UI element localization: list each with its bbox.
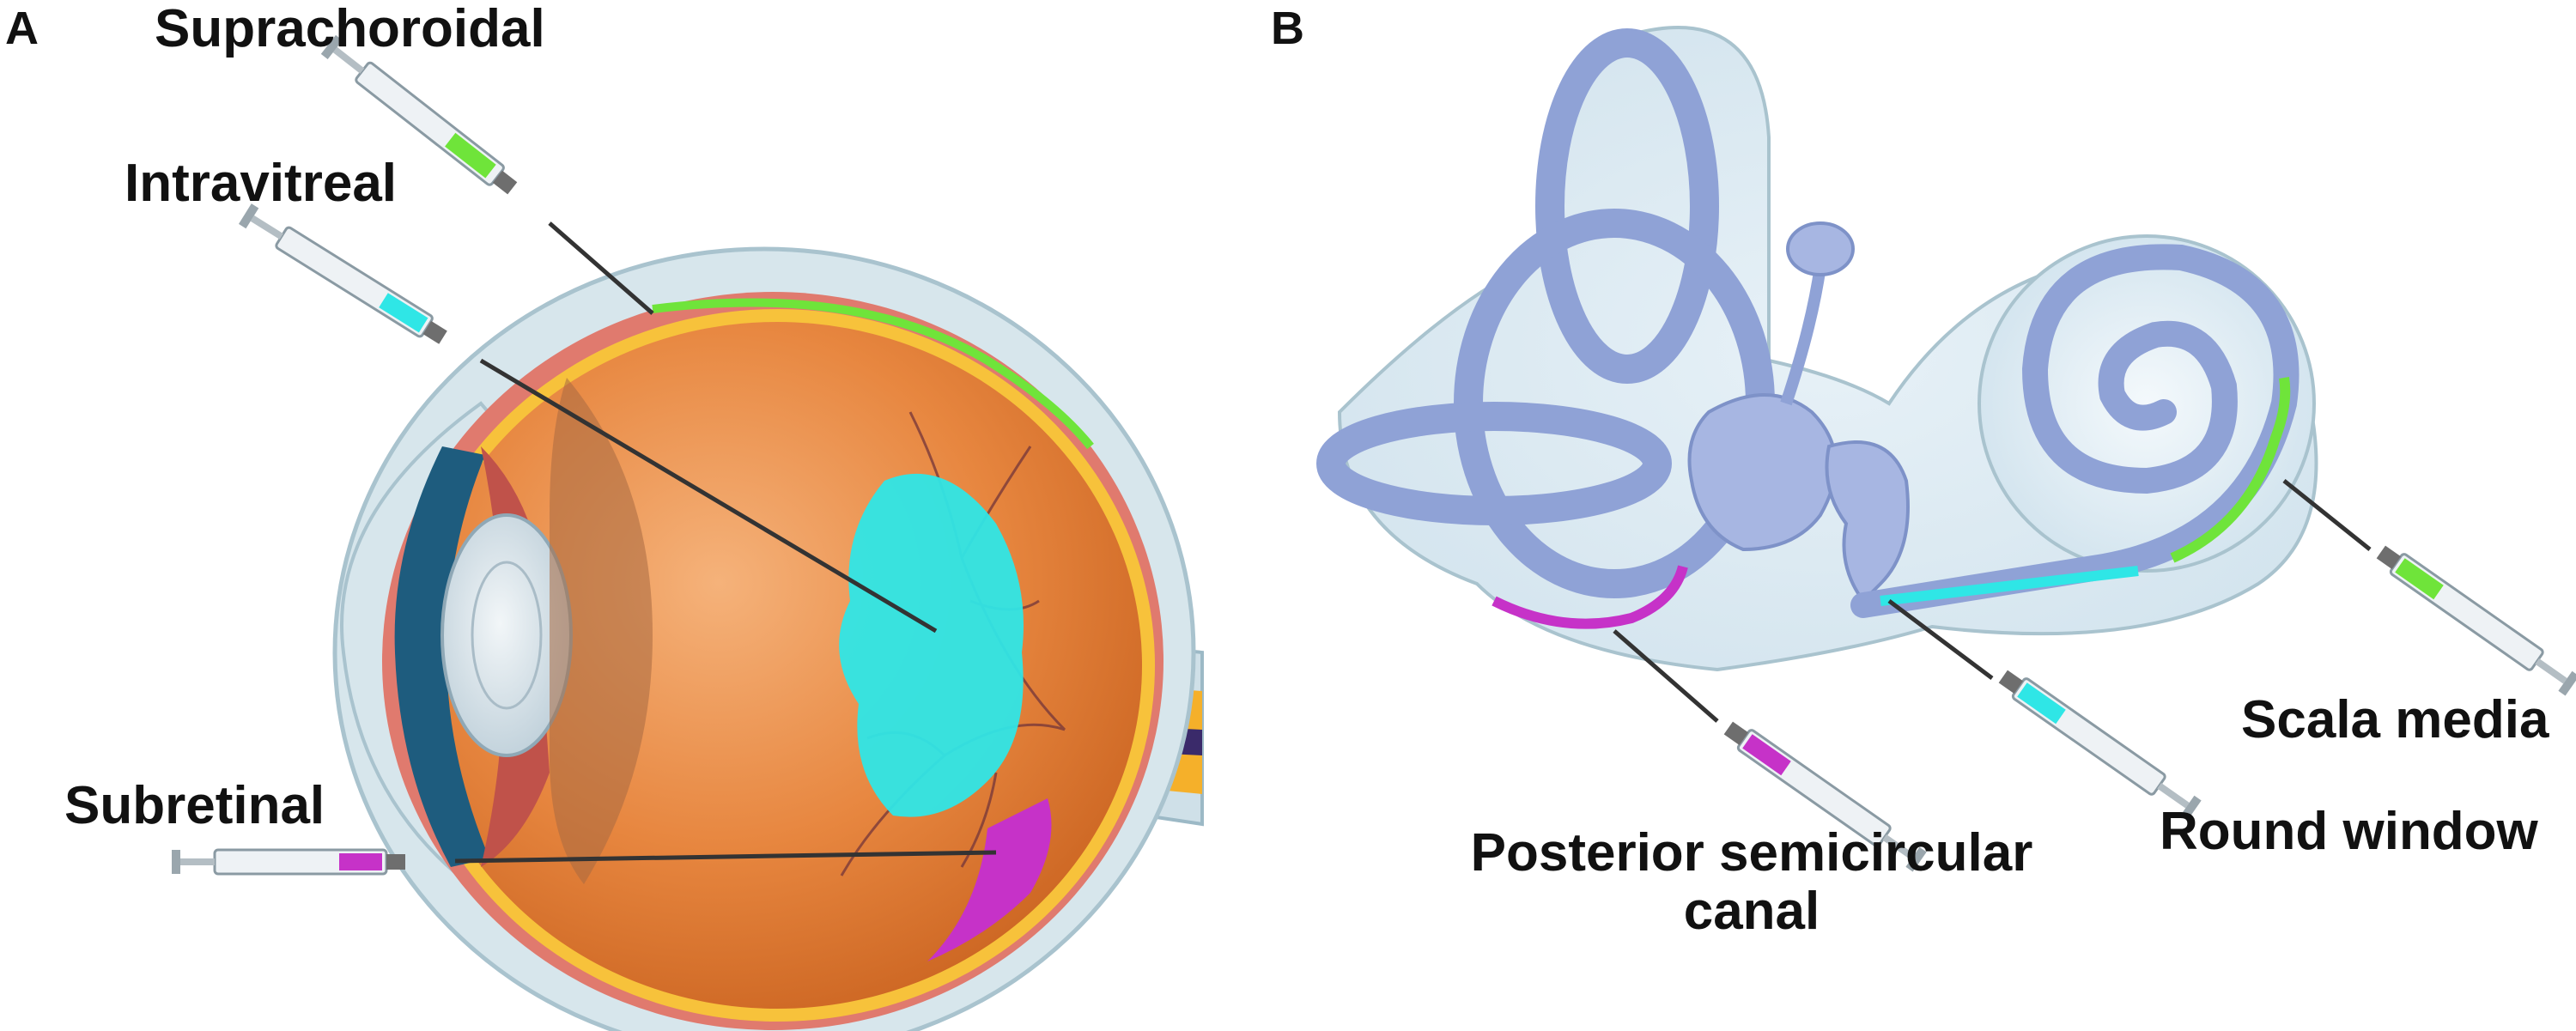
suprachoroidal-needle: [548, 221, 654, 315]
saccule: [1825, 440, 1910, 604]
label-posterior-line1: Posterior semicircular: [1470, 823, 2033, 882]
label-intravitreal: Intravitreal: [125, 154, 398, 213]
label-scala-media: Scala media: [2241, 690, 2549, 749]
vestibule: [1687, 393, 1838, 552]
syringe-subretinal: [172, 848, 405, 876]
lateral-canal: [1316, 402, 1672, 525]
panel-a-letter: A: [5, 3, 39, 54]
scala-media-needle: [2282, 479, 2372, 551]
label-subretinal: Subretinal: [64, 776, 325, 835]
round-window-arrow: [1880, 566, 2139, 606]
label-suprachoroidal: Suprachoroidal: [155, 0, 545, 58]
round-window-needle: [1887, 599, 1994, 680]
endolymphatic-duct: [1780, 265, 1826, 406]
syringe-intravitreal: [238, 203, 447, 344]
superior-canal: [1535, 28, 1719, 384]
eye-illustration: [172, 34, 1204, 1031]
lens-nucleus: [471, 561, 543, 710]
label-posterior-line2: canal: [1683, 882, 1820, 942]
inner-ear-illustration: [1316, 26, 2576, 872]
label-round-window: Round window: [2160, 802, 2538, 861]
panel-b-letter: B: [1271, 3, 1304, 54]
intravitreal-needle: [479, 358, 938, 634]
syringe-posterior: [1723, 721, 1927, 872]
posterior-needle: [1613, 629, 1719, 723]
intravitreal-bolus: [839, 473, 1024, 817]
posterior-canal-arrow: [1492, 565, 1688, 629]
label-posterior-semicircular-canal: Posterior semicircular canal: [1434, 823, 2069, 942]
subretinal-bleb: [927, 798, 1052, 961]
suprachoroidal-bleb: [652, 298, 1094, 450]
syringe-suprachoroidal: [320, 34, 518, 195]
endolymphatic-sac: [1786, 221, 1855, 276]
ciliary-body: [550, 378, 653, 884]
scala-media-arrow: [2170, 377, 2291, 563]
syringe-round-window: [1998, 670, 2202, 821]
subretinal-needle: [454, 850, 997, 864]
syringe-scala-media: [2376, 545, 2576, 696]
